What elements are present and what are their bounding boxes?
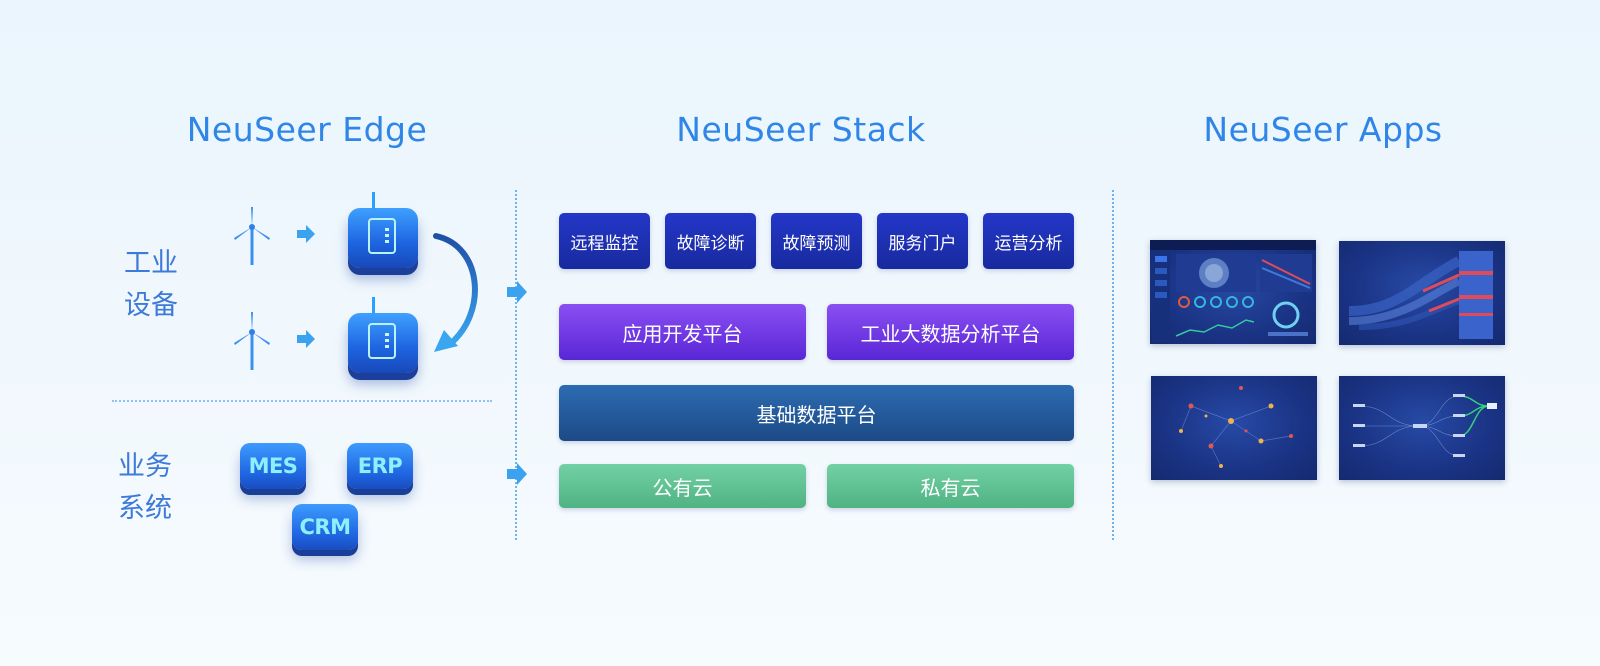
app-screenshot [1339,376,1505,480]
gateway-device-icon [348,192,418,268]
erp-system-icon: ERP [347,443,413,489]
gateway-device-icon [348,297,418,373]
stack-apps-divider [1112,190,1114,540]
edge-stack-divider [515,190,517,540]
stack-app-module: 故障诊断 [665,213,756,269]
private-cloud: 私有云 [827,464,1074,508]
curved-arrow-icon [433,233,478,352]
stack-app-module: 故障预测 [771,213,862,269]
app-dev-platform: 应用开发平台 [559,304,806,360]
industrial-devices-label: 工业 设备 [124,248,178,321]
apps-title: NeuSeer Apps [1203,110,1443,149]
app-screenshot [1151,376,1317,480]
app-screenshot [1150,240,1316,344]
big-data-platform: 工业大数据分析平台 [827,304,1074,360]
right-arrow-icon [507,281,527,303]
stack-app-module: 服务门户 [877,213,968,269]
wind-turbine-icon [234,312,270,370]
edge-section-divider [112,400,492,402]
right-arrow-icon [297,330,315,348]
edge-title: NeuSeer Edge [186,110,428,149]
stack-app-module: 远程监控 [559,213,650,269]
business-systems-label: 业务 系统 [118,451,172,524]
right-arrow-icon [297,225,315,243]
crm-system-icon: CRM [292,504,358,550]
wind-turbine-icon [234,207,270,265]
stack-title: NeuSeer Stack [676,110,926,149]
app-screenshot [1339,241,1505,345]
public-cloud: 公有云 [559,464,806,508]
mes-system-icon: MES [240,443,306,489]
right-arrow-icon [507,463,527,485]
base-data-platform: 基础数据平台 [559,385,1074,441]
stack-app-module: 运营分析 [983,213,1074,269]
